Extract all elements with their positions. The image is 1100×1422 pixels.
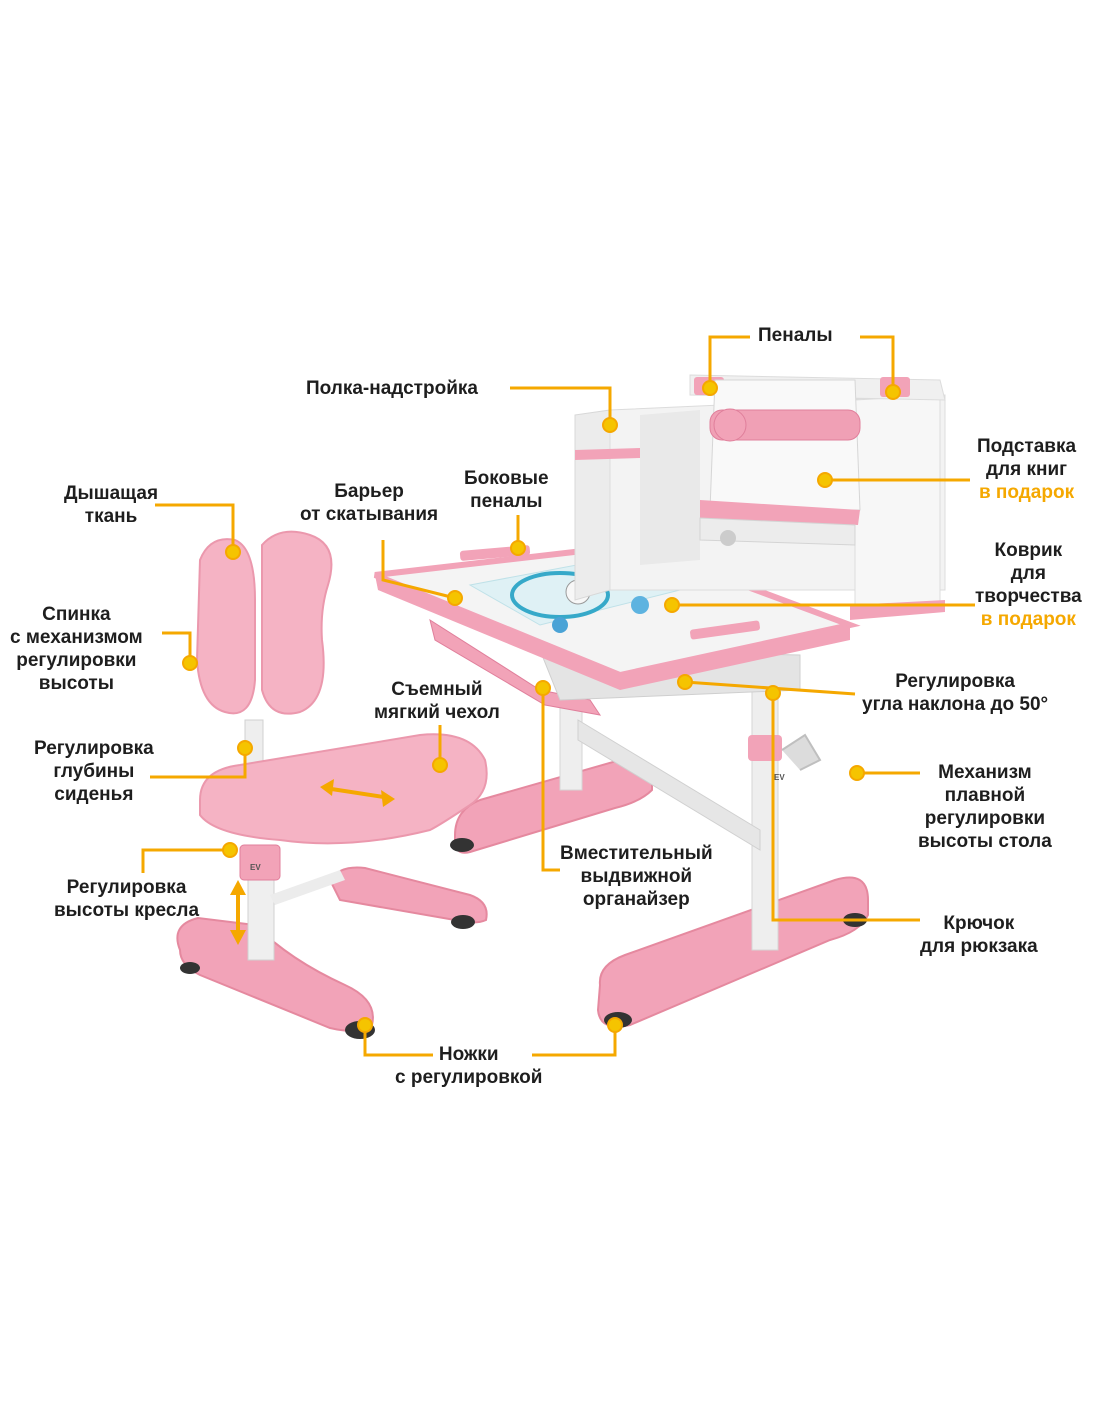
callout-regulirovka-glubiny: Регулировка глубины сиденья <box>34 738 154 805</box>
callout-spinka: Спинка с механизмом регулировки высоты <box>10 604 143 694</box>
callout-regulirovka-kresla: Регулировка высоты кресла <box>54 877 200 921</box>
callout-dot <box>182 380 901 1033</box>
callout-semnyy-chekhol: Съемный мягкий чехол <box>374 679 500 723</box>
product-badge: EV <box>250 863 261 872</box>
callout-kryuchok: Крючок для рюкзака <box>920 913 1038 957</box>
callout-dyshashchaya-tkan: Дышащая ткань <box>64 483 159 527</box>
chair: EV EV <box>176 530 785 1039</box>
callout-markers <box>182 380 901 1033</box>
callout-nozhki: Ножки с регулировкой <box>395 1044 543 1088</box>
callout-bokovye-penaly: Боковые пеналы <box>464 468 549 512</box>
callout-organayzer: Вместительный выдвижной органайзер <box>560 843 713 910</box>
callout-regulirovka-ugla: Регулировка угла наклона до 50° <box>862 671 1049 715</box>
callout-podstavka-dlya-knig: Подставка для книг в подарок <box>977 436 1077 503</box>
product-badge-desk: EV <box>774 773 785 782</box>
callout-kovrik: Коврик для творчества в подарок <box>975 540 1082 630</box>
callout-lines <box>141 335 975 1057</box>
callout-polka-nadstroyka: Полка-надстройка <box>306 378 478 399</box>
callout-barer: Барьер от скатывания <box>300 481 439 525</box>
callout-mekhanizm: Механизм плавной регулировки высоты стол… <box>918 762 1052 852</box>
callout-penaly: Пеналы <box>758 325 833 346</box>
